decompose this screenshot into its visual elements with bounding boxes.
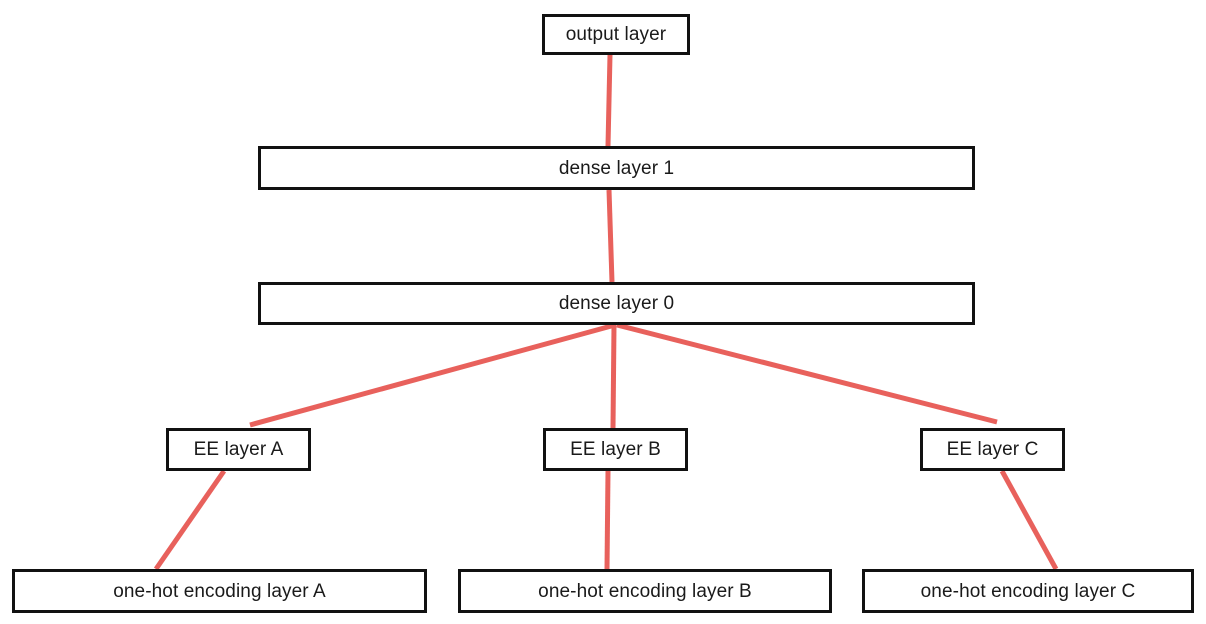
node-output-layer[interactable]: output layer xyxy=(542,14,690,55)
edge-dense1-to-output xyxy=(605,54,613,147)
node-ee-layer-b[interactable]: EE layer B xyxy=(543,428,688,471)
edge-onehot-a-to-ee-a xyxy=(153,469,227,571)
edge-onehot-b-to-ee-b xyxy=(604,470,611,570)
edge-dense0-to-dense1 xyxy=(606,189,615,283)
node-ee-layer-a[interactable]: EE layer A xyxy=(166,428,311,471)
node-label: EE layer C xyxy=(946,439,1039,460)
node-one-hot-encoding-layer-a[interactable]: one-hot encoding layer A xyxy=(12,569,427,613)
node-label: EE layer B xyxy=(570,439,661,460)
edge-onehot-c-to-ee-c xyxy=(999,469,1059,571)
node-dense-layer-1[interactable]: dense layer 1 xyxy=(258,146,975,190)
edge-ee-b-to-dense0 xyxy=(610,324,617,429)
node-label: EE layer A xyxy=(193,439,284,460)
node-label: output layer xyxy=(565,24,667,45)
node-label: one-hot encoding layer B xyxy=(538,580,752,602)
node-label: one-hot encoding layer A xyxy=(113,580,326,602)
node-ee-layer-c[interactable]: EE layer C xyxy=(920,428,1065,471)
edge-ee-a-to-dense0 xyxy=(249,322,616,428)
node-dense-layer-0[interactable]: dense layer 0 xyxy=(258,282,975,325)
node-label: one-hot encoding layer C xyxy=(920,580,1136,602)
node-one-hot-encoding-layer-b[interactable]: one-hot encoding layer B xyxy=(458,569,832,613)
node-label: dense layer 0 xyxy=(558,293,675,314)
node-label: dense layer 1 xyxy=(558,157,675,179)
edge-ee-c-to-dense0 xyxy=(616,322,998,425)
node-one-hot-encoding-layer-c[interactable]: one-hot encoding layer C xyxy=(862,569,1194,613)
